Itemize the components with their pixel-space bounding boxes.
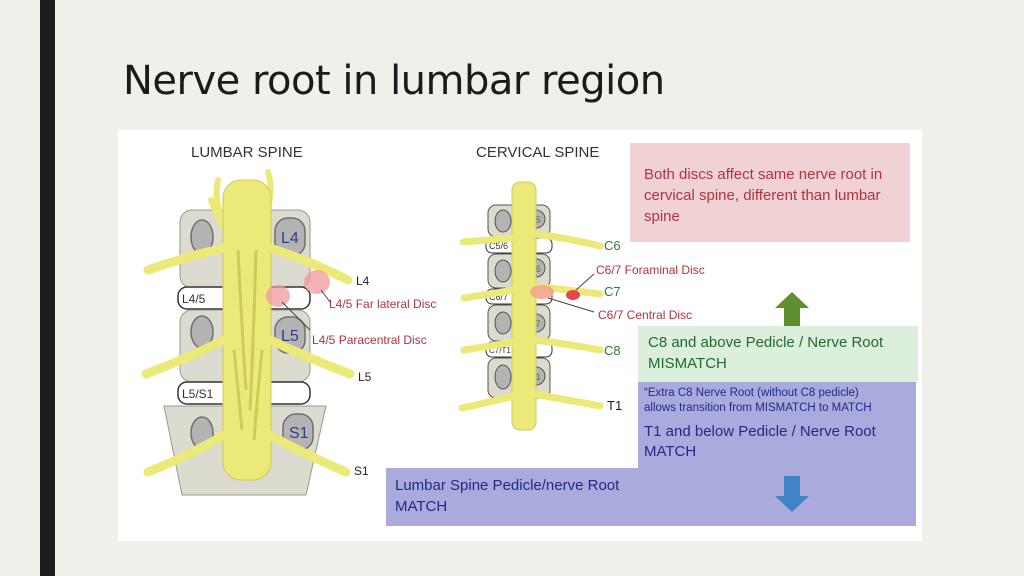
lumbar-dural-sac <box>222 179 272 481</box>
disc-label-l5-s1: L5/S1 <box>182 387 214 401</box>
cervical-root-t1-left <box>458 392 518 412</box>
root-label-t1: T1 <box>607 398 622 413</box>
paracentral-disc-label: L4/5 Paracentral Disc <box>312 333 427 347</box>
bottom-line1: Lumbar Spine Pedicle/nerve Root <box>395 477 620 494</box>
vertebra-label-l5: L5 <box>281 328 299 345</box>
foraminal-disc-c6-7 <box>566 290 580 300</box>
cervical-spinal-cord <box>511 181 537 431</box>
root-label-l4: L4 <box>356 274 370 288</box>
cervical-root-c6-right <box>530 230 604 250</box>
green-box-line1: C8 and above Pedicle / Nerve Root <box>648 334 884 351</box>
note-line2: allows transition from MISMATCH to MATCH <box>644 402 872 414</box>
lumbar-root-s1-left <box>143 430 229 477</box>
leader-foraminal <box>575 273 595 291</box>
cervical-root-c8-left <box>460 338 518 354</box>
root-label-c8: C8 <box>604 343 621 358</box>
t1-match-text: T1 and below Pedicle / Nerve Root MATCH <box>644 422 914 462</box>
slide-accent-bar <box>40 0 55 576</box>
lumbar-heading: LUMBAR SPINE <box>191 144 303 161</box>
disc-label-c6-7: C6/7 <box>489 292 508 302</box>
pedicle-c5-left <box>494 209 512 233</box>
root-label-c7: C7 <box>604 284 621 299</box>
leader-far-lateral <box>320 289 331 303</box>
root-label-l5: L5 <box>358 370 372 384</box>
match-box-blue <box>638 382 916 468</box>
paracentral-disc <box>266 285 290 307</box>
foraminal-disc-label: C6/7 Foraminal Disc <box>596 263 705 277</box>
disc-label-c7-t1: C7/T1 <box>489 346 511 355</box>
t1-line2: MATCH <box>644 443 697 460</box>
lumbar-match-text: Lumbar Spine Pedicle/nerve Root MATCH <box>395 475 695 517</box>
central-disc-c6-7 <box>530 285 554 299</box>
disc-label-l4-5: L4/5 <box>182 292 206 306</box>
cervical-heading: CERVICAL SPINE <box>476 144 599 161</box>
vertebra-label-l4: L4 <box>281 230 299 247</box>
bottom-line2: MATCH <box>395 498 448 515</box>
lumbar-match-box-blue <box>386 468 916 526</box>
leader-paracentral <box>281 301 311 331</box>
spine-diagram: LUMBAR SPINE L4 L4/5 L5 L5/S1 S1 <box>141 144 809 496</box>
far-lateral-disc-label: L4/5 Far lateral Disc <box>329 297 436 311</box>
vertebra-label-s1: S1 <box>289 425 309 442</box>
leader-central <box>547 297 595 313</box>
extra-c8-note: “Extra C8 Nerve Root (without C8 pedicle… <box>644 386 914 416</box>
lumbar-descending-roots <box>232 249 264 441</box>
mismatch-box-green: C8 and above Pedicle / Nerve Root MISMAT… <box>638 326 918 382</box>
explanation-box-red: Both discs affect same nerve root in cer… <box>630 143 910 242</box>
note-line1: “Extra C8 Nerve Root (without C8 pedicle… <box>644 387 859 399</box>
root-label-c6: C6 <box>604 238 621 253</box>
root-label-s1: S1 <box>354 464 369 478</box>
lumbar-root-l4-right <box>265 243 353 285</box>
green-box-line2: MISMATCH <box>648 355 727 372</box>
cervical-root-c6-left <box>459 234 518 246</box>
cervical-root-c8-right <box>530 336 604 354</box>
central-disc-label: C6/7 Central Disc <box>598 308 692 322</box>
arrow-up-green <box>775 292 809 327</box>
cervical-root-c7-left <box>460 286 518 302</box>
far-lateral-disc <box>304 270 330 294</box>
lumbar-root-l4-left <box>143 243 229 275</box>
cervical-root-t1-right <box>530 390 604 410</box>
lumbar-root-l5-right <box>265 335 355 379</box>
pedicle-c6-left <box>494 259 512 283</box>
t1-line1: T1 and below Pedicle / Nerve Root <box>644 423 876 440</box>
pedicle-t1-left <box>494 364 512 390</box>
lumbar-root-s1-right <box>265 430 351 477</box>
disc-label-c5-6: C5/6 <box>489 241 508 251</box>
pedicle-c7-left <box>494 311 512 335</box>
slide-title: Nerve root in lumbar region <box>123 58 665 104</box>
lumbar-root-l5-left <box>141 335 229 379</box>
spine-figure: LUMBAR SPINE L4 L4/5 L5 L5/S1 S1 <box>118 130 922 541</box>
